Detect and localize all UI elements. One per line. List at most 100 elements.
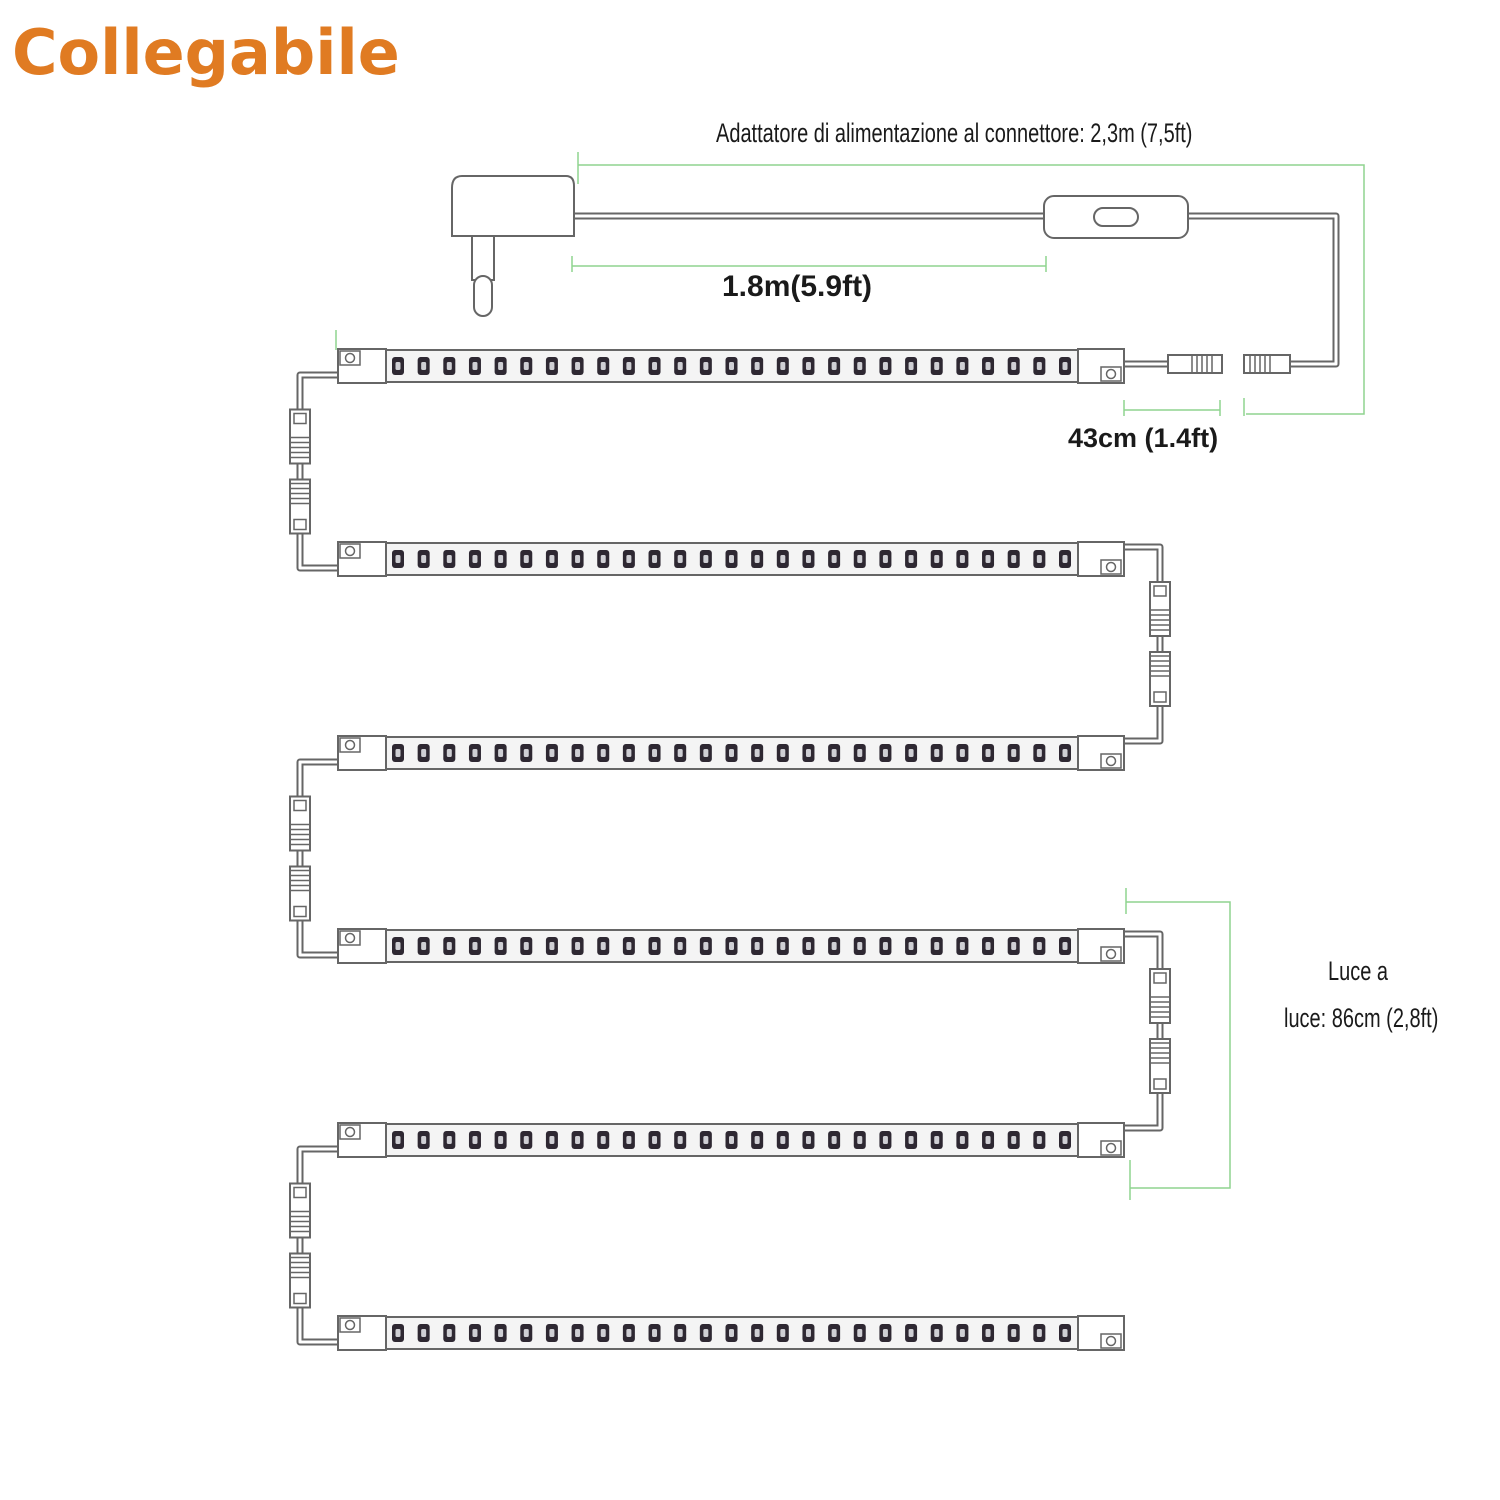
led-chip-center xyxy=(1062,555,1068,563)
link-cable-outline xyxy=(296,1145,338,1346)
led-chip-center xyxy=(857,555,863,563)
mounting-clip xyxy=(1100,753,1122,769)
led-chip-center xyxy=(498,942,504,950)
link-cable xyxy=(1124,545,1162,743)
led-strip-1 xyxy=(337,348,1125,384)
led-chip-center xyxy=(446,555,452,563)
led-chip-center xyxy=(805,555,811,563)
power-cable-outline xyxy=(1188,212,1340,368)
led-chip-center xyxy=(985,362,991,370)
led-chip-center xyxy=(472,749,478,757)
led-chip-center xyxy=(934,942,940,950)
led-chip-center xyxy=(985,1136,991,1144)
dc-connector xyxy=(1149,651,1171,707)
led-chip-center xyxy=(600,555,606,563)
dc-connector xyxy=(289,865,311,922)
led-chip-center xyxy=(472,1136,478,1144)
led-chip-center xyxy=(626,942,632,950)
led-chip-center xyxy=(626,1136,632,1144)
mounting-clip xyxy=(339,350,361,366)
dc-connector xyxy=(1243,354,1291,374)
led-chip-center xyxy=(934,362,940,370)
led-chip-center xyxy=(421,555,427,563)
screw-hole-icon xyxy=(344,545,356,557)
dc-connector xyxy=(289,795,311,852)
cables xyxy=(296,212,1340,1346)
led-chip-center xyxy=(677,749,683,757)
led-chip-center xyxy=(1062,1329,1068,1337)
dc-connector xyxy=(289,408,311,465)
led-strip-5 xyxy=(337,1122,1125,1158)
led-chip-center xyxy=(1036,1329,1042,1337)
led-chip-center xyxy=(703,942,709,950)
led-chip-center xyxy=(1036,1136,1042,1144)
link-cable-outline xyxy=(296,371,338,572)
screw-hole-icon xyxy=(1105,1335,1117,1347)
led-chip-center xyxy=(934,1136,940,1144)
led-chip-center xyxy=(575,1136,581,1144)
led-chip-center xyxy=(1011,362,1017,370)
led-strip-3 xyxy=(337,735,1125,771)
led-chip-center xyxy=(985,555,991,563)
led-chip-center xyxy=(857,749,863,757)
cable-length-label: 1.8m(5.9ft) xyxy=(722,270,873,303)
led-chip-center xyxy=(908,942,914,950)
led-chip-center xyxy=(677,1136,683,1144)
link-cable-outline xyxy=(1124,930,1164,1132)
dimension-line-span xyxy=(1126,901,1231,1189)
led-chip-center xyxy=(908,555,914,563)
short-cable-label: 43cm (1.4ft) xyxy=(1068,423,1219,453)
led-chip-center xyxy=(805,749,811,757)
led-chip-center xyxy=(857,1136,863,1144)
screw-hole-icon xyxy=(1105,948,1117,960)
led-chip-center xyxy=(626,362,632,370)
led-chip-center xyxy=(575,942,581,950)
led-chip-center xyxy=(882,362,888,370)
mounting-clip xyxy=(1100,559,1122,575)
led-chip-center xyxy=(1011,555,1017,563)
connector-tip xyxy=(1153,585,1167,597)
led-chip-center xyxy=(523,555,529,563)
mounting-clip xyxy=(339,737,361,753)
led-chip-center xyxy=(472,942,478,950)
dc-connector xyxy=(289,478,311,535)
led-chip-center xyxy=(780,555,786,563)
led-chip-center xyxy=(934,555,940,563)
led-chip-center xyxy=(549,1136,555,1144)
led-chip-center xyxy=(446,1136,452,1144)
led-chip-center xyxy=(729,555,734,563)
led-chip-center xyxy=(703,362,709,370)
page-title: Collegabile xyxy=(12,16,400,89)
screw-hole-icon xyxy=(344,352,356,364)
connector-tip xyxy=(1153,691,1167,703)
led-chip-center xyxy=(780,942,786,950)
led-chip-center xyxy=(729,362,734,370)
led-chip-center xyxy=(549,749,555,757)
screw-hole-icon xyxy=(344,1126,356,1138)
led-chip-center xyxy=(959,1136,965,1144)
plug-pin-icon xyxy=(473,275,493,317)
led-chip-center xyxy=(498,1136,504,1144)
screw-hole-icon xyxy=(344,739,356,751)
led-chip-center xyxy=(498,362,504,370)
led-chip-center xyxy=(908,1136,914,1144)
led-chip-center xyxy=(831,749,837,757)
link-cable xyxy=(298,1147,338,1344)
led-chip-center xyxy=(1062,362,1068,370)
led-chip-center xyxy=(472,1329,478,1337)
led-chip-center xyxy=(882,1136,888,1144)
led-chip-center xyxy=(523,1329,529,1337)
led-chip-center xyxy=(959,1329,965,1337)
led-chip-center xyxy=(395,749,401,757)
screw-hole-icon xyxy=(1105,561,1117,573)
led-chip-center xyxy=(959,362,965,370)
led-chip-center xyxy=(857,1329,863,1337)
led-chip-center xyxy=(754,942,760,950)
led-chip-center xyxy=(780,749,786,757)
led-chip-center xyxy=(421,942,427,950)
led-chip-center xyxy=(729,1136,734,1144)
led-chip-center xyxy=(677,555,683,563)
mounting-clip xyxy=(1100,1333,1122,1349)
led-chip-center xyxy=(703,749,709,757)
